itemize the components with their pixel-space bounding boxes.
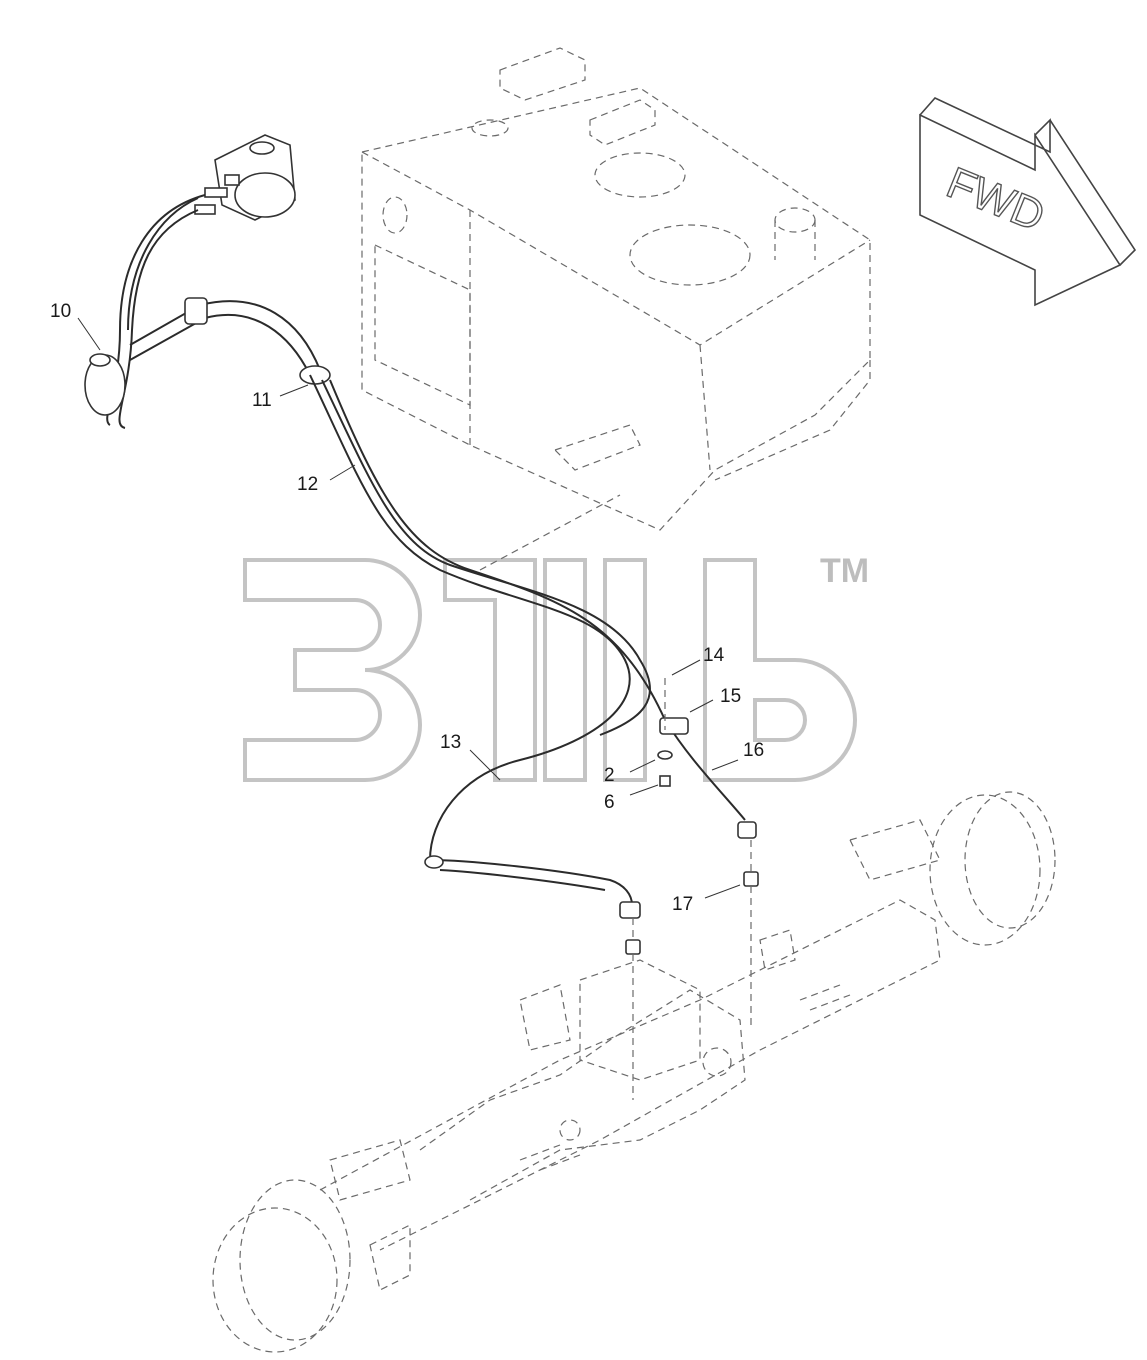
callout-label-10: 10 (50, 301, 71, 322)
callout-label-13: 13 (440, 732, 461, 753)
fwd-arrow: FWD (919, 97, 1137, 307)
hydraulic-tank (361, 47, 871, 531)
steering-valve (194, 134, 296, 221)
hose-set-upper (84, 194, 757, 919)
callout-label-14: 14 (703, 645, 725, 666)
callout-label-17: 17 (672, 894, 693, 915)
callout-label-15: 15 (720, 686, 741, 707)
callout-label-6: 6 (604, 792, 615, 813)
callout-label-11: 11 (252, 390, 272, 411)
callout-label-2: 2 (604, 765, 615, 786)
callout-labels: 10 11 12 13 14 15 16 2 6 17 (50, 301, 764, 915)
callout-label-12: 12 (297, 474, 318, 495)
watermark (243, 558, 857, 782)
callout-label-16: 16 (743, 740, 764, 761)
fittings (479, 494, 759, 1100)
front-axle (212, 791, 1056, 1353)
leader-lines (77, 317, 741, 899)
trademark-symbol: TM (820, 552, 869, 590)
